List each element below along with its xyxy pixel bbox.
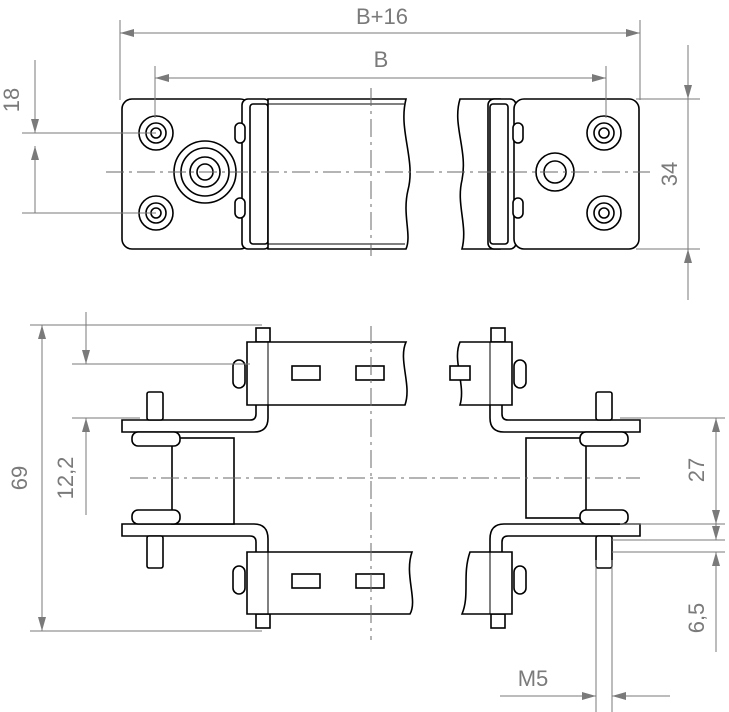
left-upper-link bbox=[246, 341, 408, 406]
label-69: 69 bbox=[7, 466, 32, 490]
label-18: 18 bbox=[0, 88, 24, 112]
right-lower-link bbox=[460, 551, 513, 615]
left-spacer bbox=[171, 437, 235, 525]
label-m5: M5 bbox=[518, 666, 549, 691]
dimension-lines bbox=[22, 20, 725, 712]
hole-bottom-right bbox=[586, 195, 622, 231]
left-bracket-bar bbox=[249, 103, 269, 245]
hole-top-right bbox=[586, 115, 622, 151]
top-view bbox=[106, 88, 650, 256]
label-34: 34 bbox=[657, 162, 682, 186]
label-12-2: 12,2 bbox=[53, 457, 78, 500]
left-lower-link bbox=[246, 551, 414, 615]
label-b: B bbox=[374, 47, 389, 72]
left-chain-body bbox=[267, 98, 411, 250]
label-6-5: 6,5 bbox=[684, 603, 709, 634]
side-view bbox=[121, 326, 641, 640]
label-b-plus-16: B+16 bbox=[356, 4, 408, 29]
right-upper-link bbox=[456, 341, 513, 406]
label-27: 27 bbox=[684, 458, 709, 482]
right-mounting-plate bbox=[513, 98, 640, 250]
